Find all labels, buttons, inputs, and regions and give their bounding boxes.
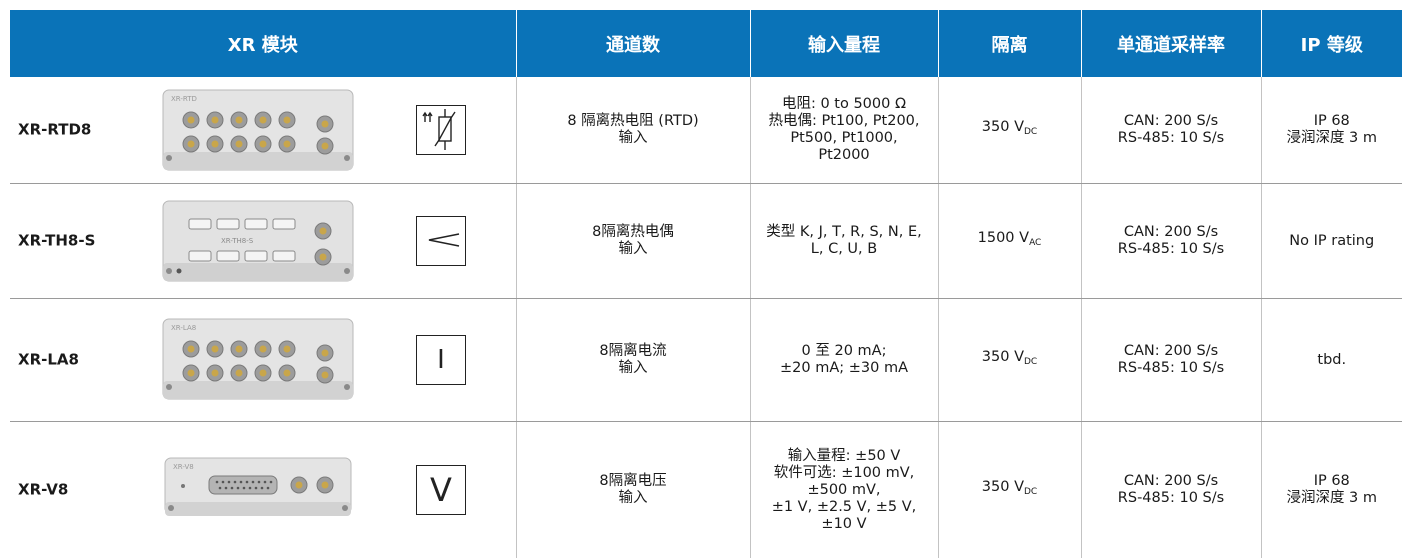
input-range-cell: 电阻: 0 to 5000 Ω 热电偶: Pt100, Pt200, Pt500… xyxy=(750,77,938,184)
sample-rate-cell: CAN: 200 S/s RS-485: 10 S/s xyxy=(1081,184,1261,299)
sample-rate-cell: CAN: 200 S/s RS-485: 10 S/s xyxy=(1081,299,1261,422)
ip-cell: IP 68 浸润深度 3 m xyxy=(1261,77,1402,184)
model-name: XR-RTD8 xyxy=(18,122,91,139)
table-row: XR-LA8 XR-LA8 xyxy=(10,299,1402,422)
thermocouple-icon xyxy=(416,216,466,266)
header-isolation: 隔离 xyxy=(938,10,1081,77)
ip-cell: tbd. xyxy=(1261,299,1402,422)
module-cell: XR-TH8-S XR-TH8-S xyxy=(10,184,516,299)
voltage-V-icon: V xyxy=(416,465,466,515)
ip-cell: IP 68 浸润深度 3 m xyxy=(1261,422,1402,558)
input-range-cell: 输入量程: ±50 V 软件可选: ±100 mV, ±500 mV, ±1 V… xyxy=(750,422,938,558)
model-name: XR-V8 xyxy=(18,482,68,499)
device-image-xr-la8: XR-LA8 xyxy=(159,315,357,405)
channels-cell: 8隔离电流 输入 xyxy=(516,299,750,422)
header-sample-rate: 单通道采样率 xyxy=(1081,10,1261,77)
input-range-cell: 0 至 20 mA; ±20 mA; ±30 mA xyxy=(750,299,938,422)
module-cell: XR-LA8 XR-LA8 xyxy=(10,299,516,422)
header-channels: 通道数 xyxy=(516,10,750,77)
svg-text:XR-LA8: XR-LA8 xyxy=(171,324,196,332)
svg-text:XR-RTD: XR-RTD xyxy=(171,95,197,103)
current-I-icon: I xyxy=(416,335,466,385)
svg-text:XR-TH8-S: XR-TH8-S xyxy=(221,237,254,245)
channels-cell: 8 隔离热电阻 (RTD) 输入 xyxy=(516,77,750,184)
header-ip: IP 等级 xyxy=(1261,10,1402,77)
table-row: XR-RTD8 XR-RTD xyxy=(10,77,1402,184)
model-name: XR-TH8-S xyxy=(18,233,95,250)
channels-cell: 8隔离热电偶 输入 xyxy=(516,184,750,299)
module-cell: XR-V8 XR-V8 V xyxy=(10,422,516,558)
sample-rate-cell: CAN: 200 S/s RS-485: 10 S/s xyxy=(1081,77,1261,184)
header-input-range: 输入量程 xyxy=(750,10,938,77)
channels-cell: 8隔离电压 输入 xyxy=(516,422,750,558)
isolation-cell: 350 VDC xyxy=(938,299,1081,422)
isolation-cell: 1500 VAC xyxy=(938,184,1081,299)
table-row: XR-TH8-S XR-TH8-S xyxy=(10,184,1402,299)
device-image-xr-rtd8: XR-RTD xyxy=(159,86,357,174)
header-row: XR 模块 通道数 输入量程 隔离 单通道采样率 IP 等级 xyxy=(10,10,1402,77)
model-name: XR-LA8 xyxy=(18,352,79,369)
module-spec-table: XR 模块 通道数 输入量程 隔离 单通道采样率 IP 等级 XR-RTD8 X… xyxy=(10,10,1402,558)
rtd-resistor-icon xyxy=(416,105,466,155)
isolation-cell: 350 VDC xyxy=(938,422,1081,558)
input-range-cell: 类型 K, J, T, R, S, N, E, L, C, U, B xyxy=(750,184,938,299)
sample-rate-cell: CAN: 200 S/s RS-485: 10 S/s xyxy=(1081,422,1261,558)
isolation-cell: 350 VDC xyxy=(938,77,1081,184)
svg-text:XR-V8: XR-V8 xyxy=(173,463,194,471)
device-image-xr-th8-s: XR-TH8-S xyxy=(159,195,357,287)
device-image-xr-v8: XR-V8 xyxy=(159,452,357,528)
module-cell: XR-RTD8 XR-RTD xyxy=(10,77,516,184)
table-row: XR-V8 XR-V8 V xyxy=(10,422,1402,558)
header-module: XR 模块 xyxy=(10,10,516,77)
ip-cell: No IP rating xyxy=(1261,184,1402,299)
